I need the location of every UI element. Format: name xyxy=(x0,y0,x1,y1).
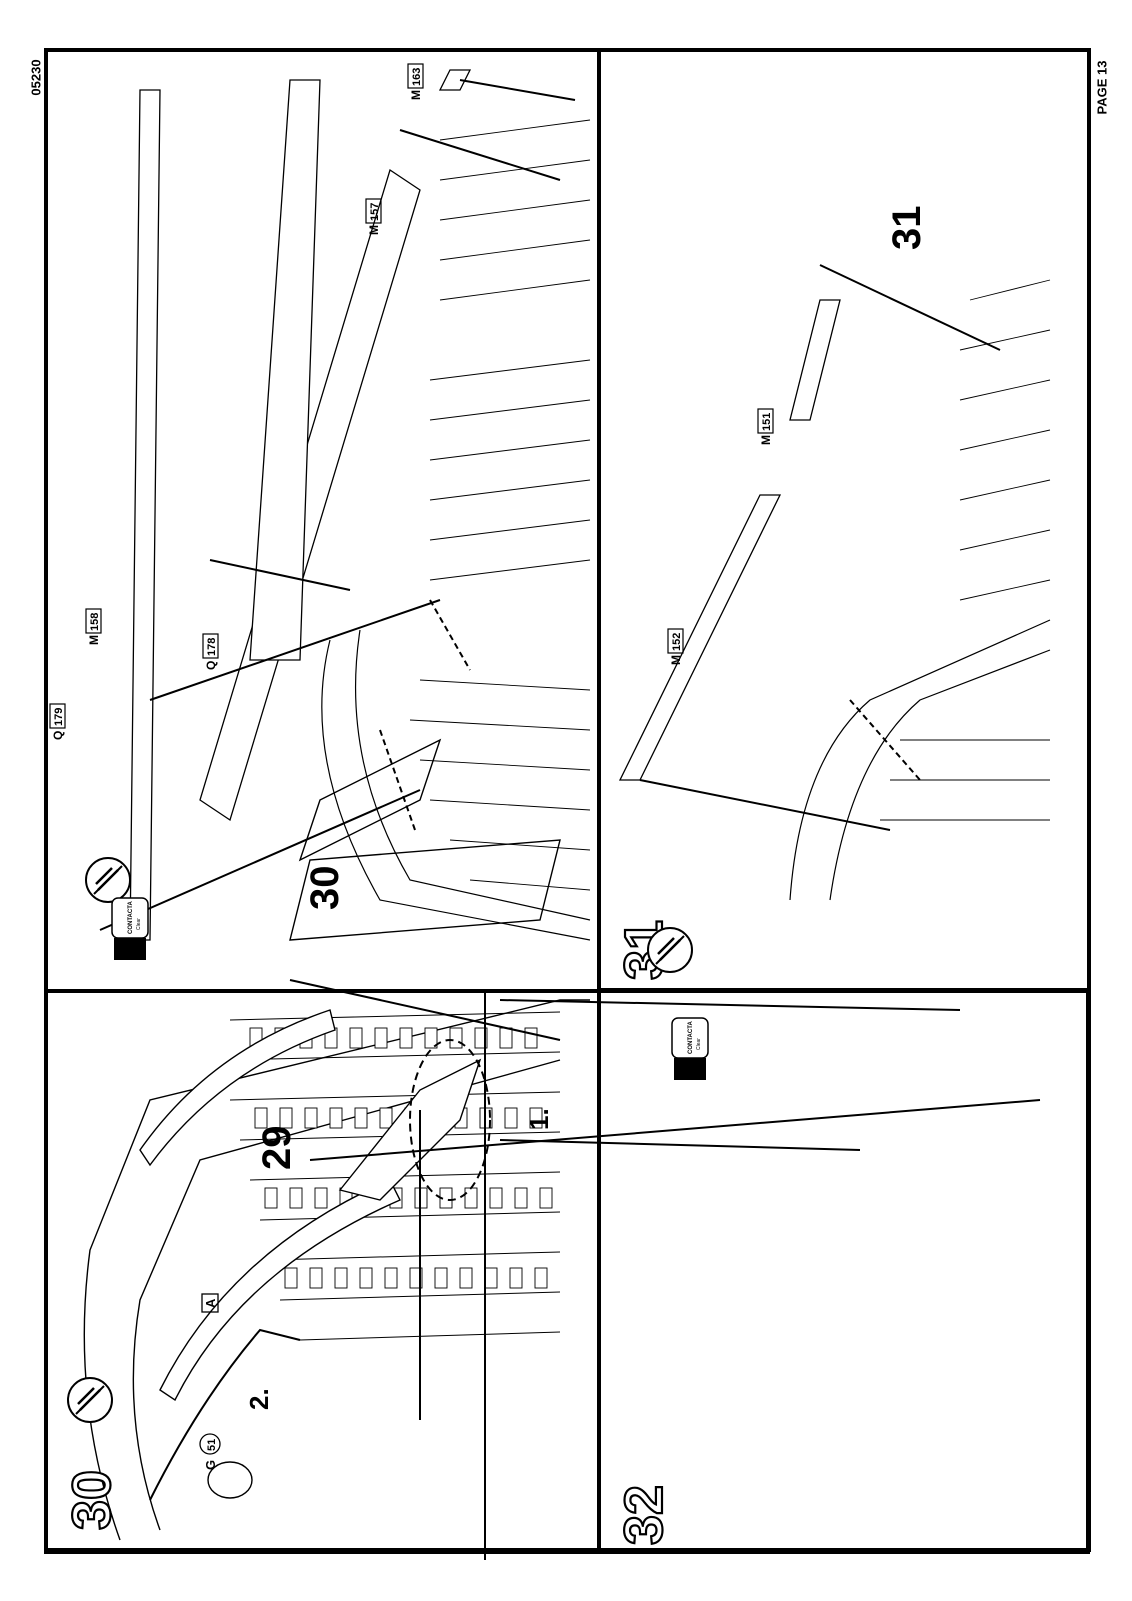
svg-text:178: 178 xyxy=(206,638,218,656)
glue-brush-icon xyxy=(67,1377,113,1423)
callout-ref-29: 29 xyxy=(255,1126,299,1171)
callout-ref-31: 31 xyxy=(885,206,929,251)
callout-ref-30: 30 xyxy=(303,866,347,911)
step-30-detail-circle xyxy=(409,1039,491,1201)
svg-text:158: 158 xyxy=(89,613,101,631)
svg-text:Q: Q xyxy=(51,731,65,740)
step-31-leaders xyxy=(99,79,576,931)
step-32-border xyxy=(597,988,1091,1552)
svg-text:163: 163 xyxy=(411,68,423,86)
callout-part-m163: M 163 xyxy=(407,63,424,100)
step-32-leaders xyxy=(639,264,1001,831)
glue-bottle-icon: CONTACTA Clear xyxy=(111,897,149,960)
svg-text:M: M xyxy=(87,635,101,645)
glue-bottle-icon: CONTACTA Clear xyxy=(671,1017,709,1080)
glue-bottle-sub: Clear xyxy=(696,1038,702,1050)
callout-decal-a: A xyxy=(201,1293,219,1313)
step-30-badge: 30 xyxy=(61,1469,123,1531)
glue-bottle-sub: Clear xyxy=(136,918,142,930)
step-31-parts xyxy=(129,69,472,941)
svg-text:M: M xyxy=(367,225,381,235)
svg-text:30: 30 xyxy=(303,866,347,911)
callout-part-q178: Q 178 xyxy=(202,633,219,670)
step-30-leaders xyxy=(289,979,1041,1560)
step-31-border xyxy=(597,48,1091,992)
callout-part-m157: M 157 xyxy=(365,198,382,235)
glue-bottle-label: CONTACTA xyxy=(128,901,134,934)
svg-text:152: 152 xyxy=(671,633,683,651)
callout-part-q179: Q 179 xyxy=(49,703,66,740)
step-30-number: 30 xyxy=(62,1470,122,1530)
svg-text:29: 29 xyxy=(255,1126,299,1171)
step-32-parts xyxy=(618,299,841,781)
svg-text:31: 31 xyxy=(885,206,929,251)
callout-part-m152: M 152 xyxy=(667,628,684,665)
callout-part-m158: M 158 xyxy=(85,608,102,645)
callout-part-g51: G 51 xyxy=(199,1433,221,1470)
svg-text:M: M xyxy=(409,90,423,100)
svg-text:157: 157 xyxy=(369,203,381,221)
glue-bottle-label: CONTACTA xyxy=(688,1021,694,1054)
svg-text:Q: Q xyxy=(204,661,218,670)
glue-brush-icon xyxy=(647,927,693,973)
step-30-parts xyxy=(139,738,561,1402)
callout-part-m151: M 151 xyxy=(757,408,774,445)
svg-text:179: 179 xyxy=(53,708,65,726)
step-30-hull xyxy=(83,999,590,1541)
svg-text:M: M xyxy=(759,435,773,445)
glue-brush-icon xyxy=(85,857,131,903)
svg-text:51: 51 xyxy=(206,1439,218,1451)
svg-text:2.: 2. xyxy=(244,1388,274,1410)
svg-text:M: M xyxy=(669,655,683,665)
step-32-hull xyxy=(789,279,1051,901)
svg-text:A: A xyxy=(203,1298,218,1308)
step-32-badge: 32 xyxy=(613,1484,675,1546)
svg-text:151: 151 xyxy=(761,413,773,431)
step-32-number: 32 xyxy=(614,1485,674,1545)
callout-sub-step-1: 1. xyxy=(524,1108,554,1130)
callout-sub-step-2: 2. xyxy=(244,1388,274,1410)
svg-text:1.: 1. xyxy=(524,1108,554,1130)
step-31-hull xyxy=(321,119,591,941)
svg-text:G: G xyxy=(203,1460,218,1470)
